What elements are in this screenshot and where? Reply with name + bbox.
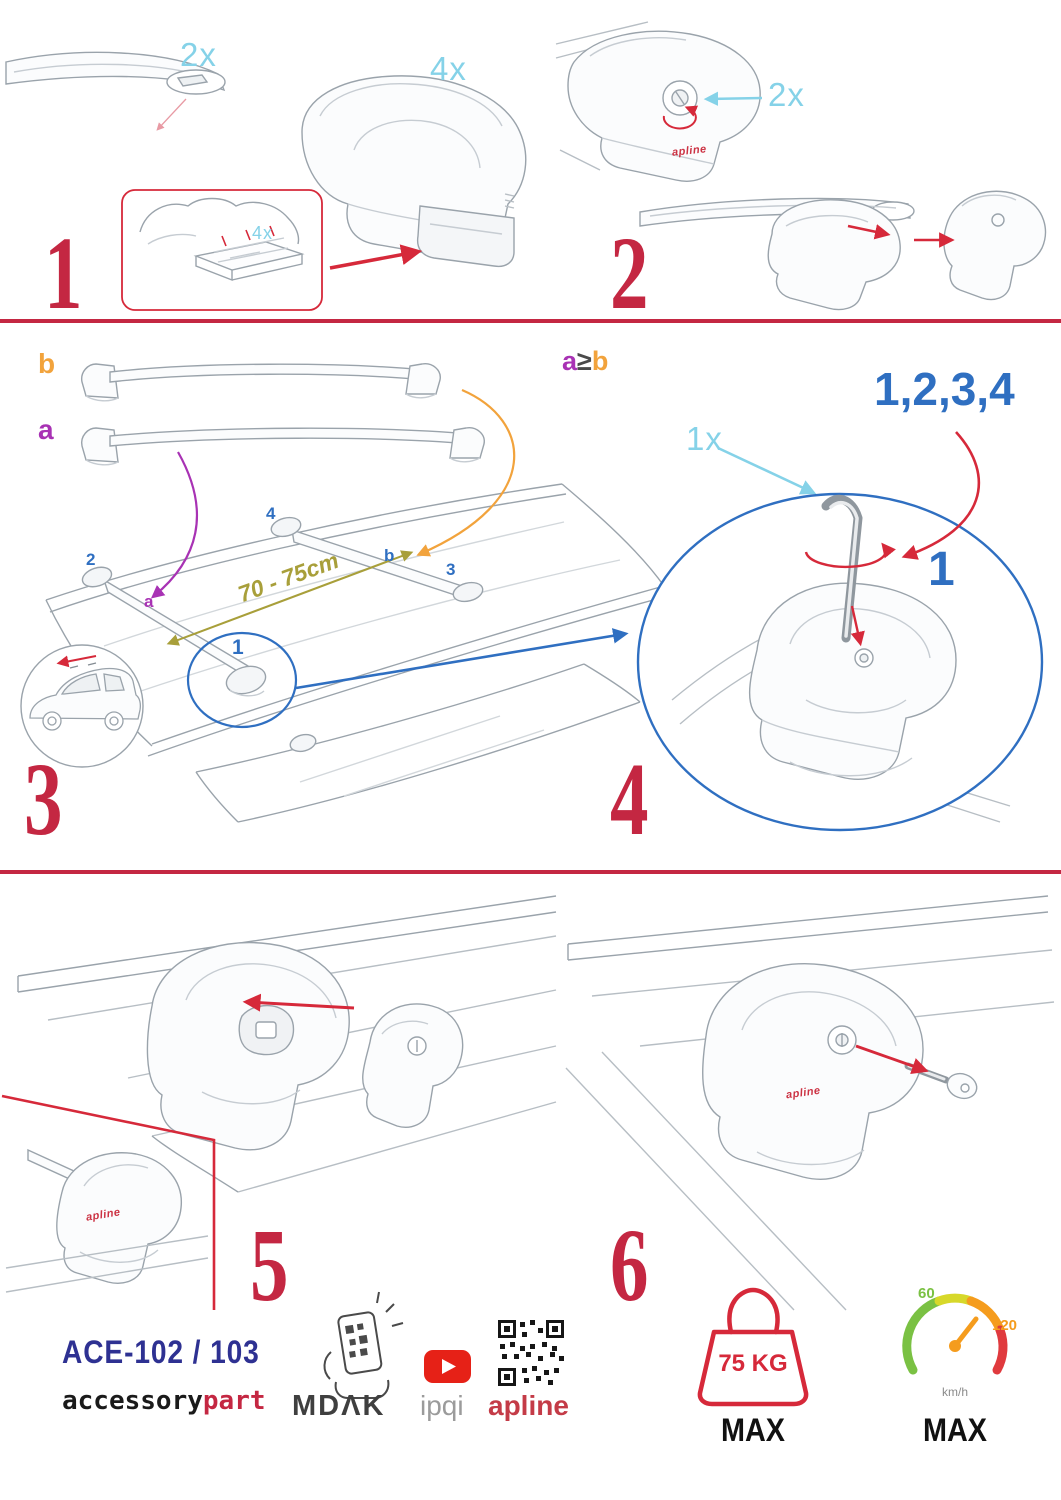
- max-speed-label: MAX: [922, 1412, 987, 1448]
- youtube-icon: [424, 1350, 471, 1383]
- foot-quantity-label: 4x: [430, 50, 467, 87]
- rule-a: a: [562, 346, 578, 376]
- brand-part: part: [202, 1386, 266, 1416]
- tighten-sequence-label: 1,2,3,4: [874, 363, 1015, 415]
- step-4-number: 4: [610, 742, 649, 857]
- step6-art: [565, 895, 1055, 1311]
- rule-operator: ≥: [577, 346, 592, 376]
- roof-position-3: 3: [446, 560, 456, 579]
- step5-art: [1, 895, 557, 1310]
- roof-position-2: 2: [86, 550, 96, 569]
- bar-b-label: b: [38, 348, 56, 379]
- step-6-number: 6: [610, 1208, 649, 1323]
- partner-ipqi-label: ipqi: [420, 1390, 464, 1421]
- speed-high-label: 120: [992, 1317, 1018, 1334]
- product-model: ACE-102 / 103: [62, 1334, 260, 1370]
- pad-quantity-label: 4x: [252, 223, 274, 243]
- weight-max-icon: [697, 1287, 809, 1407]
- partner-mdak-label: MDΛK: [292, 1390, 386, 1422]
- roof-bar-b-label: b: [384, 546, 395, 565]
- section-divider-2: [0, 870, 1061, 874]
- brand-wordmark: accessorypart: [62, 1388, 266, 1414]
- rule-b: b: [591, 346, 609, 376]
- step-5-number: 5: [250, 1208, 289, 1323]
- step-2-number: 2: [610, 216, 649, 331]
- speedometer-icon: [902, 1293, 1008, 1375]
- step2-art: [555, 21, 1047, 311]
- step3-art: [20, 363, 669, 823]
- bar-a-label: a: [38, 414, 54, 445]
- roof-bar-a-label: a: [144, 592, 154, 611]
- speed-unit-label: km/h: [941, 1385, 968, 1399]
- roof-position-1: 1: [232, 636, 244, 659]
- partner-apline-label: apline: [488, 1390, 569, 1421]
- brand-accessory: accessory: [62, 1386, 203, 1416]
- max-weight-label: MAX: [720, 1412, 785, 1448]
- mdak-phone-icon: [323, 1291, 404, 1399]
- step1-art: [5, 51, 527, 311]
- step4-art: [636, 431, 1044, 832]
- max-weight-value: 75 KG: [718, 1350, 788, 1377]
- step-3-number: 3: [24, 742, 63, 857]
- first-position-label: 1: [928, 543, 955, 596]
- key-quantity-label: 1x: [686, 420, 723, 457]
- step-1-number: 1: [44, 216, 83, 331]
- section-divider-1: [0, 319, 1061, 323]
- bar-quantity-label: 2x: [180, 36, 217, 73]
- length-rule-label: a≥b: [562, 348, 608, 375]
- roof-position-4: 4: [266, 504, 276, 523]
- lock-quantity-label: 2x: [768, 76, 805, 113]
- qr-code-icon: [498, 1320, 564, 1386]
- speed-low-label: 60: [918, 1285, 935, 1302]
